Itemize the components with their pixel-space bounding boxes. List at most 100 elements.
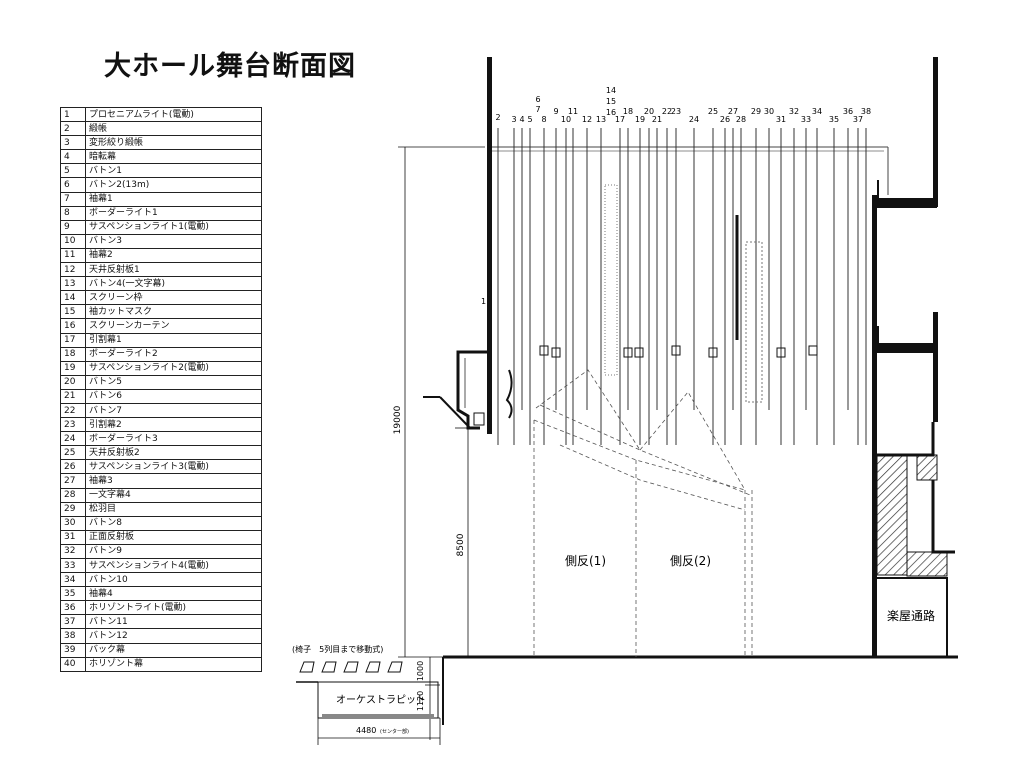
page-title: 大ホール舞台断面図 <box>104 51 356 82</box>
legend-label: バトン8 <box>85 515 262 531</box>
dim-total-label: 19000 <box>393 405 403 434</box>
batten-number: 20 <box>644 107 654 116</box>
light-fixture <box>671 345 681 356</box>
light-fixture <box>634 347 644 358</box>
batten-number: 9 <box>553 107 558 116</box>
screen-frame <box>604 184 618 376</box>
light-fixture <box>623 347 633 358</box>
legend-number: 38 <box>60 628 86 644</box>
batten-number: 26 <box>720 115 730 124</box>
dim-pit-1-label: 1000 <box>416 661 425 681</box>
batten-number: 15 <box>606 97 616 106</box>
proscenium-box <box>456 350 487 430</box>
batten-number: 11 <box>568 107 578 116</box>
legend-label: バトン11 <box>85 614 262 630</box>
side-reflector-1-label: 側反(1) <box>565 554 606 568</box>
batten-number: 16 <box>606 108 616 117</box>
batten-number: 6 <box>535 95 540 104</box>
light-fixture <box>551 347 561 358</box>
batten-number: 27 <box>728 107 738 116</box>
batten-number: 29 <box>751 107 761 116</box>
light-fixture <box>708 347 718 358</box>
legend-number: 40 <box>60 656 86 672</box>
gallery-upper <box>875 198 937 208</box>
curtain-gather <box>505 369 513 419</box>
batten-number: 14 <box>606 86 616 95</box>
batten-number: 37 <box>853 115 863 124</box>
batten-number: 38 <box>861 107 871 116</box>
dim-pit-width-label: 4480 <box>356 726 376 735</box>
seat-note-label: (椅子 5列目まで移動式) <box>292 644 383 654</box>
batten-number: 8 <box>541 115 546 124</box>
seat <box>387 661 403 673</box>
light-fixture <box>539 345 549 356</box>
back-wall-middle <box>933 312 938 422</box>
reflector-outlines <box>533 369 753 657</box>
orchestra-pit-label: オーケストラピット <box>336 694 426 706</box>
legend-number: 1 <box>60 106 86 123</box>
batten-number: 35 <box>829 115 839 124</box>
light-fixtures <box>505 345 818 419</box>
back-wall-upper <box>933 57 938 207</box>
light-fixture <box>808 345 818 356</box>
batten-number: 13 <box>596 115 606 124</box>
proscenium-slope <box>439 396 471 429</box>
batten-number: 22 <box>662 107 672 116</box>
batten-number: 28 <box>736 115 746 124</box>
movable-seats <box>299 661 403 673</box>
legend-label: プロセニアムライト(電動) <box>85 106 262 123</box>
batten-number: 19 <box>635 115 645 124</box>
legend-label: ホリゾントライト(電動) <box>85 600 262 616</box>
batten-number: 30 <box>764 107 774 116</box>
dim-pit-2-label: 1120 <box>416 691 425 711</box>
proscenium-marker-label: 1 <box>481 297 486 306</box>
batten-number: 32 <box>789 107 799 116</box>
proscenium-light-fixture <box>473 412 485 426</box>
seat <box>365 661 381 673</box>
gallery-lower <box>875 343 937 353</box>
masonry-block-top <box>916 454 938 481</box>
dimension-lines <box>317 146 485 745</box>
side-reflector-2-label: 側反(2) <box>670 554 711 568</box>
pit-lift <box>322 714 434 719</box>
legend-label: 松羽目 <box>85 501 262 517</box>
dressing-passage-label: 楽屋通路 <box>887 608 935 623</box>
back-wall-step <box>877 422 935 457</box>
legend-label: バトン9 <box>85 543 262 560</box>
batten-number: 4 <box>519 115 524 124</box>
legend-label: サスペンションライト4(電動) <box>85 557 262 574</box>
batten-number: 36 <box>843 107 853 116</box>
dim-pit-width-note: (センター部) <box>380 728 409 735</box>
legend-label: ホリゾント幕 <box>85 656 262 672</box>
legend-label: バトン10 <box>85 572 262 588</box>
batten-number: 3 <box>511 115 516 124</box>
